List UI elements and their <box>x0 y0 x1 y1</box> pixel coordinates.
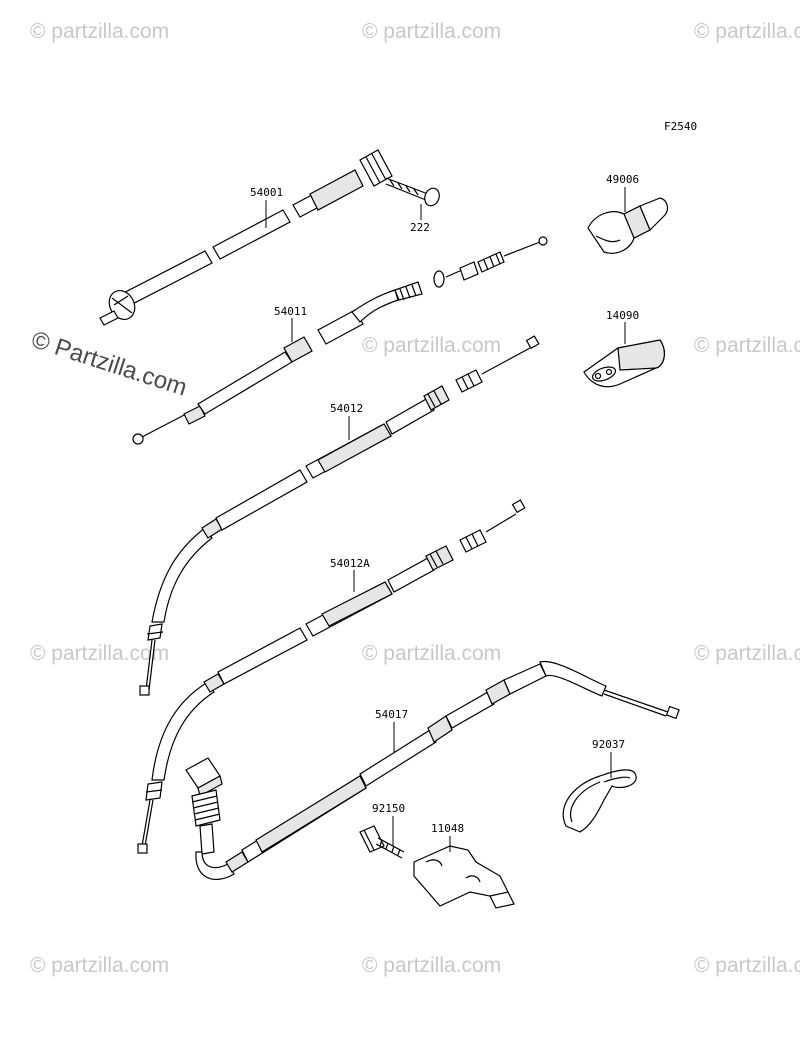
leader-lines <box>265 187 626 852</box>
clutch-cable-drawing <box>132 236 548 445</box>
watermark: © partzilla.com <box>30 20 169 43</box>
clamp-drawing <box>562 769 637 833</box>
boot-drawing <box>587 197 669 254</box>
watermark: © partzilla.com <box>694 334 800 357</box>
part-label-throttle-cable-opening[interactable]: 54012 <box>330 402 363 415</box>
part-label-choke-cable[interactable]: 54017 <box>375 708 408 721</box>
bolt-drawing <box>359 825 405 859</box>
diagram-code: F2540 <box>664 120 697 133</box>
watermark: © partzilla.com <box>694 642 800 665</box>
screw-drawing <box>385 177 440 207</box>
choke-cable-drawing <box>185 660 680 881</box>
watermark-primary: © Partzilla.com <box>28 326 190 402</box>
watermark: © partzilla.com <box>362 642 501 665</box>
throttle-cable-opening-drawing <box>139 335 540 696</box>
watermark: © partzilla.com <box>30 954 169 977</box>
watermark: © partzilla.com <box>362 334 501 357</box>
throttle-cable-closing-drawing <box>137 499 526 854</box>
part-label-speedometer-cable[interactable]: 54001 <box>250 186 283 199</box>
part-label-bolt[interactable]: 92150 <box>372 802 405 815</box>
part-label-screw[interactable]: 222 <box>410 221 430 234</box>
part-label-bracket[interactable]: 11048 <box>431 822 464 835</box>
watermark: © partzilla.com <box>362 20 501 43</box>
watermark: © partzilla.com <box>694 954 800 977</box>
part-label-clamp[interactable]: 92037 <box>592 738 625 751</box>
watermark: © partzilla.com <box>362 954 501 977</box>
cap-drawing <box>583 339 665 388</box>
part-label-throttle-cable-closing[interactable]: 54012A <box>330 557 370 570</box>
part-label-clutch-cable[interactable]: 54011 <box>274 305 307 318</box>
speedometer-cable-drawing <box>99 149 393 326</box>
part-label-cap[interactable]: 14090 <box>606 309 639 322</box>
part-label-boot[interactable]: 49006 <box>606 173 639 186</box>
bracket-drawing <box>413 845 515 909</box>
watermark: © partzilla.com <box>694 20 800 43</box>
part-labels: 54001 222 49006 54011 14090 54012 54012A… <box>250 173 639 835</box>
watermark: © partzilla.com <box>30 642 169 665</box>
